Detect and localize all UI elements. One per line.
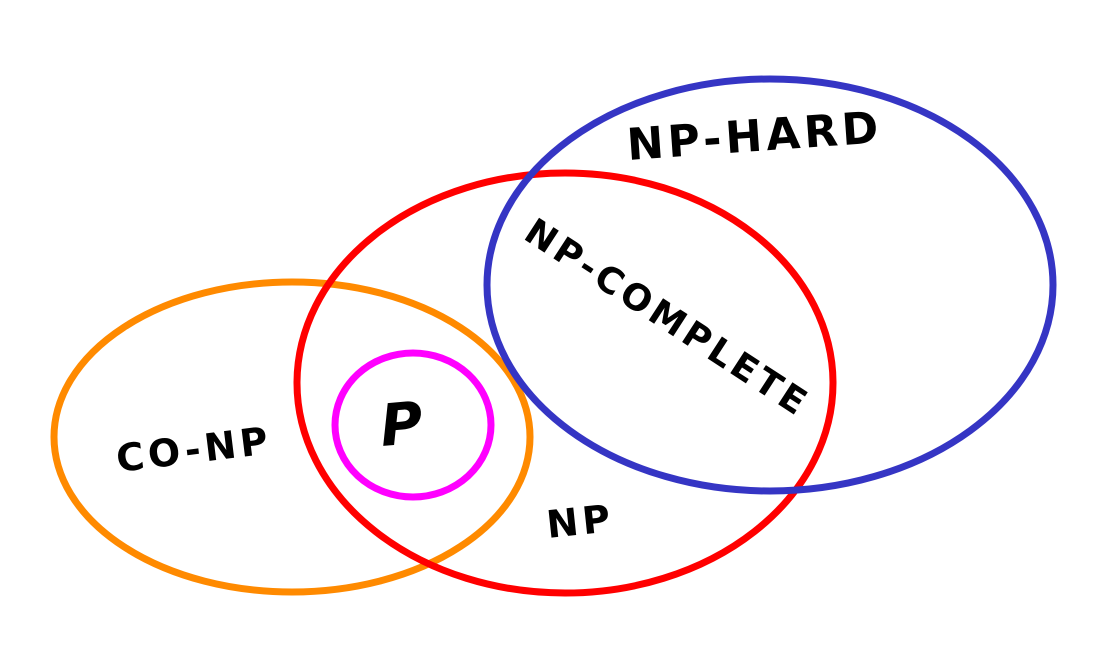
p-set-ellipse	[331, 349, 495, 501]
np-hard-set-ellipse	[483, 75, 1057, 495]
np-set-ellipse	[293, 169, 837, 597]
p-label: P	[377, 388, 429, 460]
np-hard-label: NP-HARD	[625, 102, 884, 171]
np-label: NP	[544, 496, 616, 547]
co-np-set-ellipse	[50, 278, 534, 596]
co-np-label: CO-NP	[114, 418, 275, 481]
np-complete-label: NP-COMPLETE	[517, 211, 817, 426]
